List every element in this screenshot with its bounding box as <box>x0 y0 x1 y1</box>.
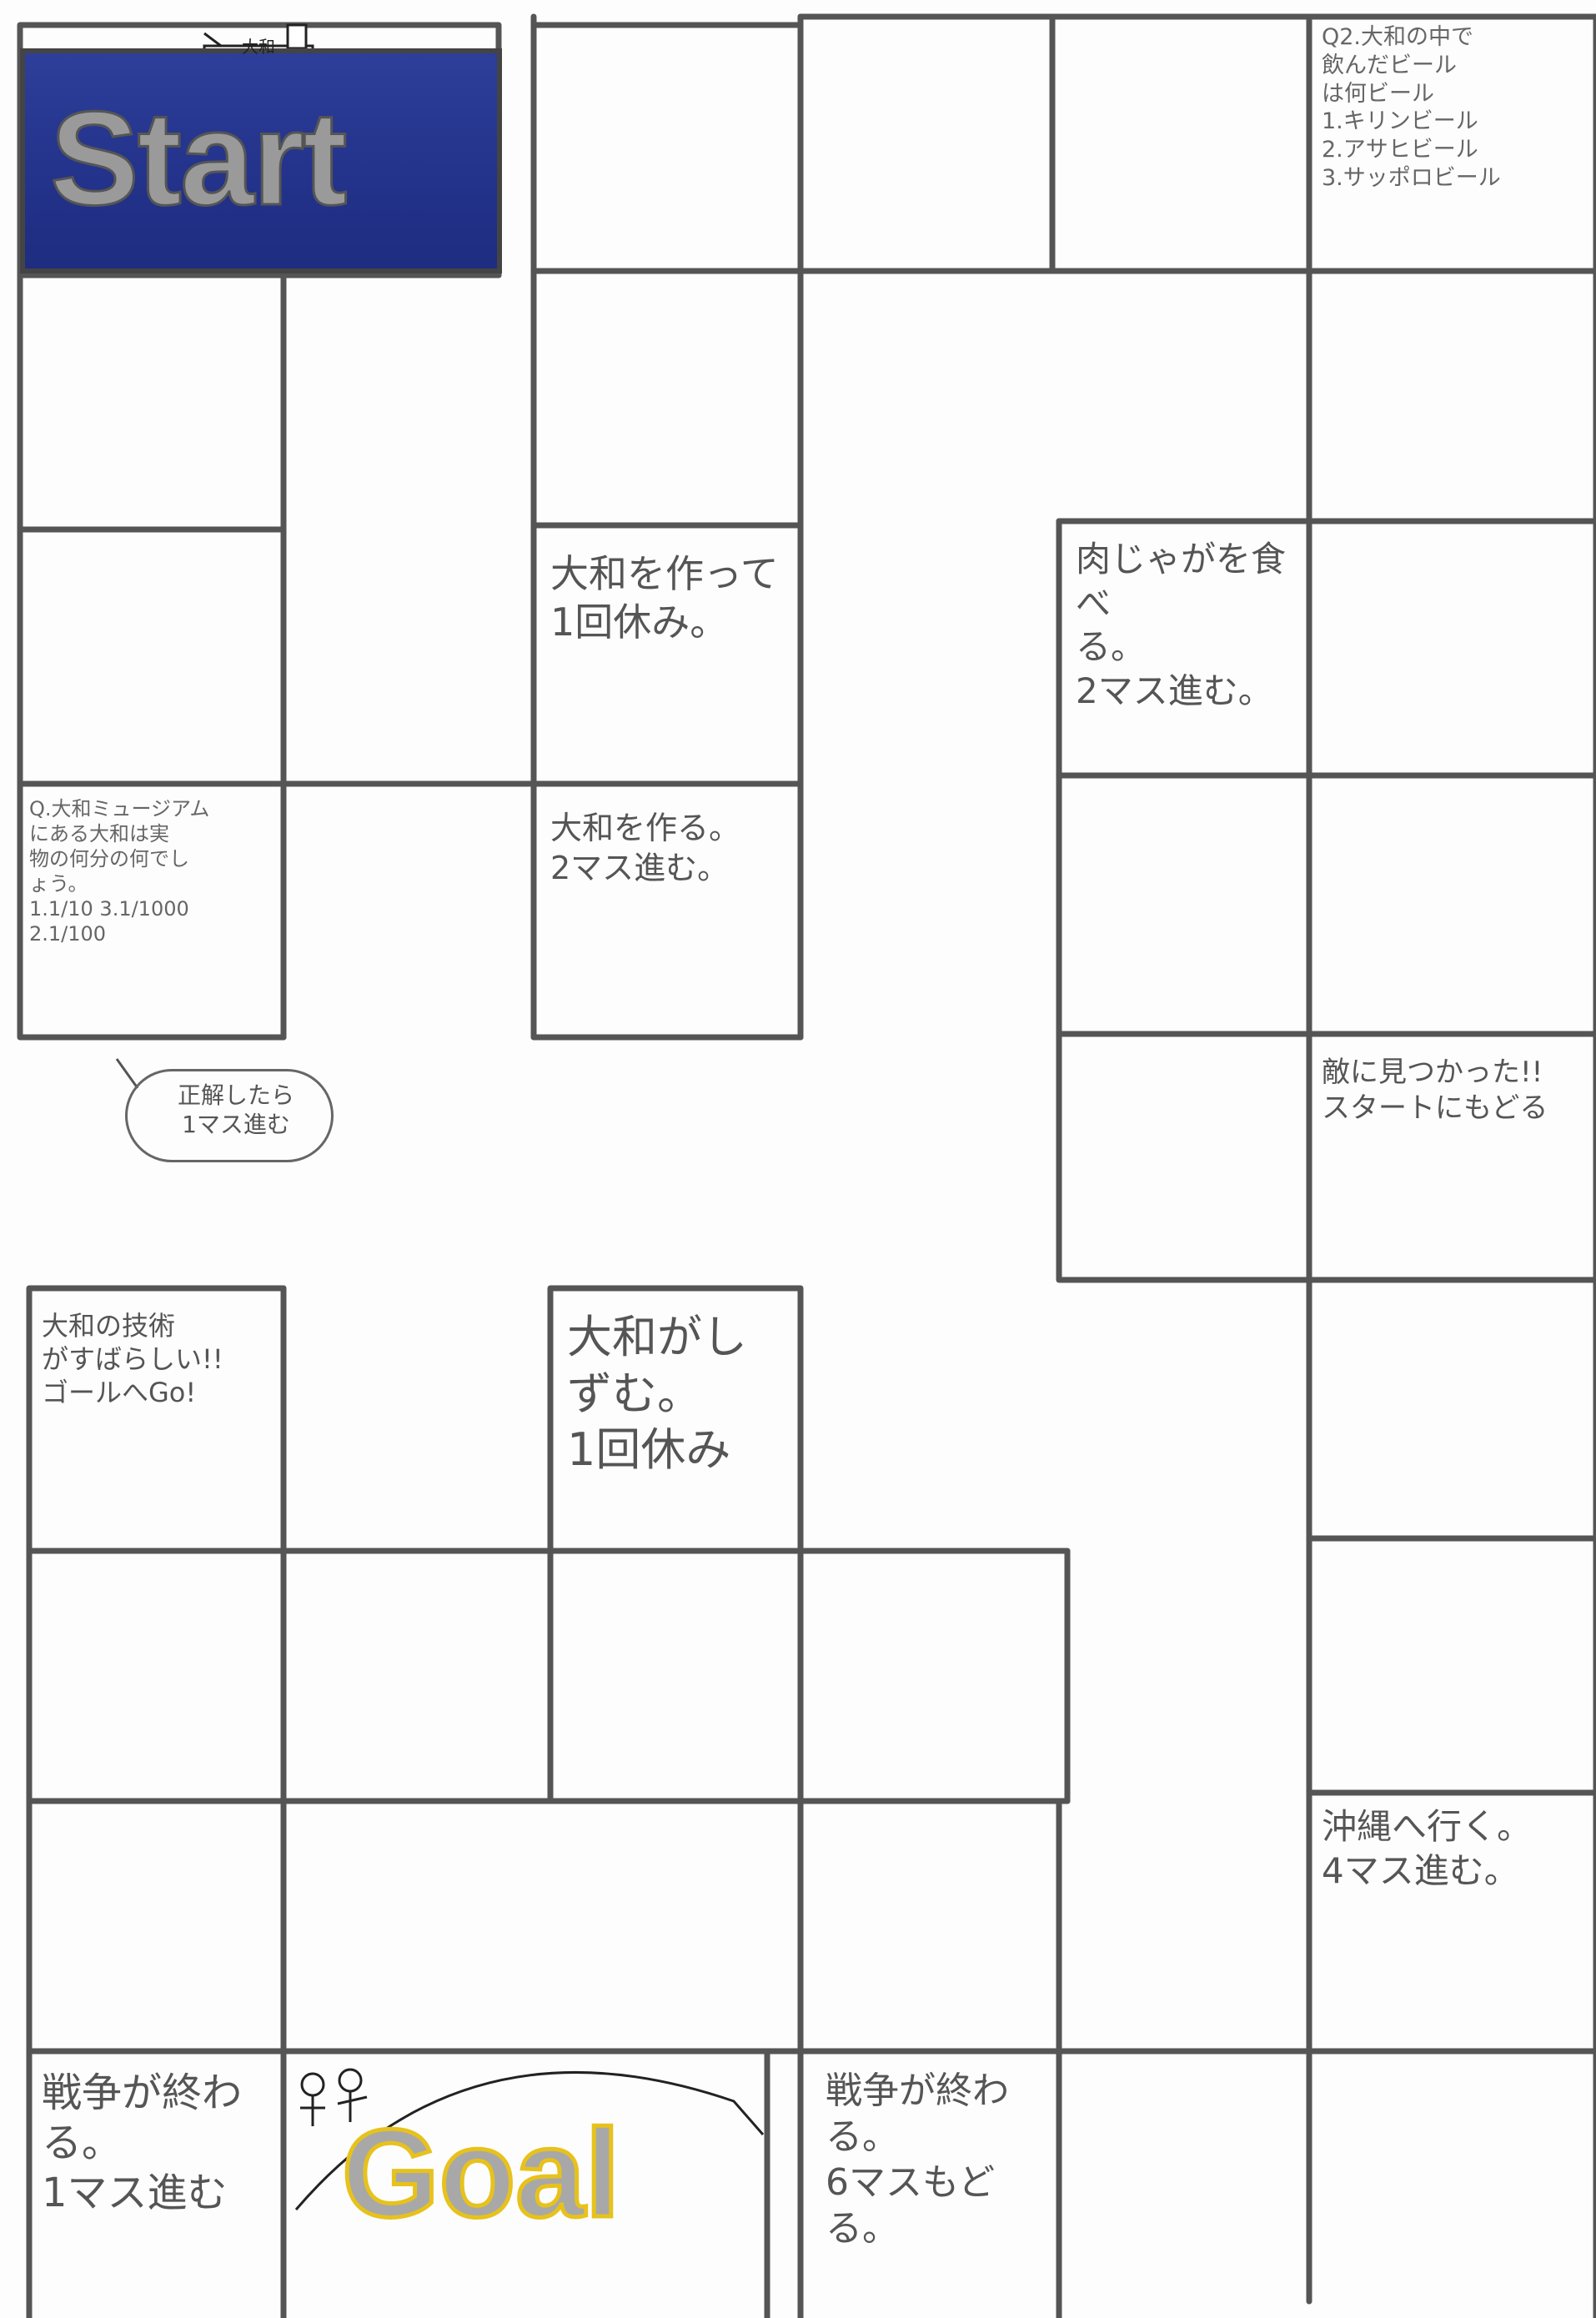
square-war-ends-back: 戦争が終わ る。 6マスもどる。 <box>826 2070 1009 2250</box>
ship-marking: 大和 <box>242 37 275 57</box>
square-tech-great: 大和の技術 がすばらしい!! ゴールへGo! <box>42 1310 223 1408</box>
square-enemy-found: 敵に見つかった!! スタートにもどる <box>1322 1056 1548 1125</box>
start-square: 大和 <box>20 37 502 273</box>
square-yamato-sinks: 大和がし ずむ。 1回休み <box>567 1311 747 1476</box>
note-pointer <box>115 1058 139 1089</box>
square-nikujaga: 肉じゃがを食べ る。 2マス進む。 <box>1076 539 1287 711</box>
goal-figures-drawing <box>300 2068 368 2126</box>
correct-note: 正解したら 1マス進む <box>177 1081 294 1138</box>
goal-label: Goal <box>339 2101 621 2245</box>
correct-note-bubble <box>125 1069 334 1162</box>
start-label: Start <box>49 83 349 234</box>
square-yamato-make-advance: 大和を作る。 2マス進む。 <box>550 810 741 886</box>
goal-hill-outline <box>294 2070 765 2210</box>
square-war-ends-advance: 戦争が終わ る。 1マス進む <box>42 2070 243 2216</box>
square-q1-museum: Q.大和ミュージアム にある大和は実 物の何分の何でし ょう。 1.1/10 3… <box>29 797 210 946</box>
square-q2-beer: Q2.大和の中で 飲んだビール は何ビール 1.キリンビール 2.アサヒビール … <box>1322 24 1501 191</box>
square-okinawa: 沖縄へ行く。 4マス進む。 <box>1322 1806 1533 1891</box>
square-yamato-make-rest: 大和を作って 1回休み。 <box>550 551 779 645</box>
